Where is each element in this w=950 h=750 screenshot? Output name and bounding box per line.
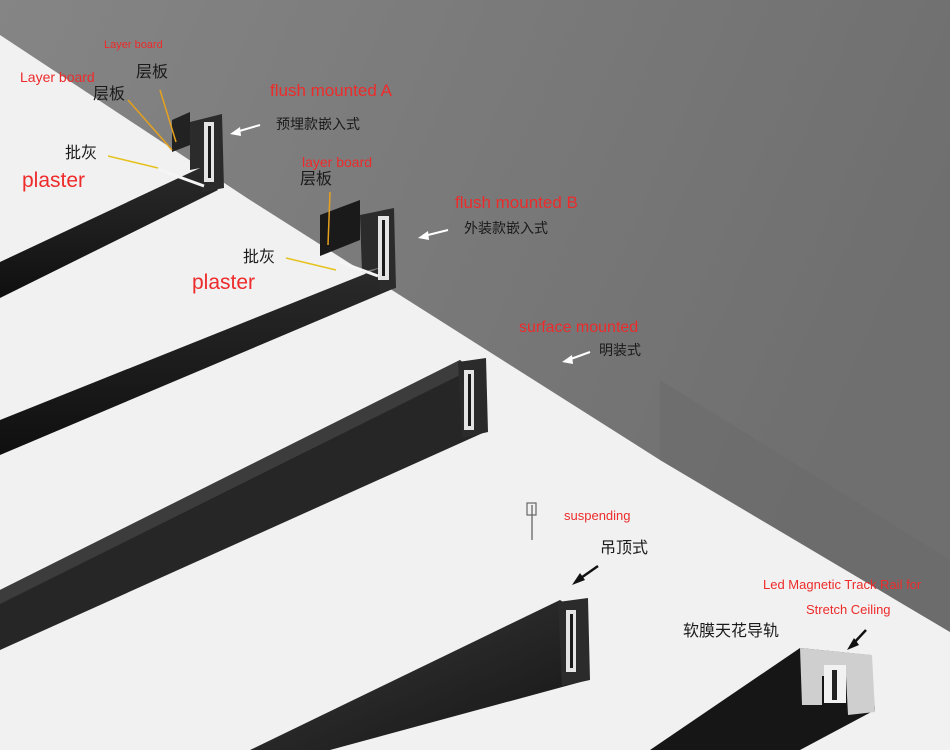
ceiling-shadow-edge bbox=[660, 380, 950, 632]
arrow-suspending bbox=[572, 564, 599, 585]
arrow-surface bbox=[562, 351, 591, 364]
label-stretch-en-2: Stretch Ceiling bbox=[806, 602, 891, 617]
rail-stretch-profile bbox=[800, 648, 875, 715]
layer-board-b bbox=[320, 200, 360, 256]
label-suspending-cn: 吊顶式 bbox=[600, 538, 649, 557]
plaster-line-a bbox=[159, 168, 205, 188]
arrow-flush-b bbox=[418, 229, 449, 240]
leader-plaster-2 bbox=[285, 257, 337, 271]
label-layer-board-3-en: layer board bbox=[302, 154, 373, 170]
label-plaster-2-en: plaster bbox=[192, 271, 256, 294]
rail-flush-b bbox=[0, 268, 395, 455]
label-layer-board-2-cn: 层板 bbox=[93, 84, 126, 103]
leader-layer-board-2 bbox=[127, 99, 173, 151]
rail-flush-b-slot bbox=[382, 220, 385, 276]
label-flush-b-cn: 外装款嵌入式 bbox=[464, 221, 548, 237]
rail-flush-a-slot bbox=[208, 126, 211, 178]
suspension-hook bbox=[526, 502, 537, 516]
label-flush-a-cn: 预埋款嵌入式 bbox=[276, 117, 360, 133]
layer-board-a bbox=[172, 112, 190, 152]
rail-stretch-slot bbox=[832, 670, 837, 700]
label-plaster-2-cn: 批灰 bbox=[243, 247, 276, 266]
leader-layer-board-3 bbox=[327, 191, 331, 246]
label-stretch-cn: 软膜天花导轨 bbox=[683, 621, 780, 640]
label-layer-board-2-en: Layer board bbox=[20, 69, 95, 85]
rail-suspending-slot bbox=[570, 614, 573, 668]
arrow-flush-a bbox=[230, 124, 261, 136]
label-layer-board-1-en: Layer board bbox=[104, 39, 163, 51]
rail-suspending bbox=[250, 600, 588, 750]
label-surface-cn: 明装式 bbox=[599, 343, 641, 359]
arrow-stretch bbox=[847, 629, 867, 650]
rail-surface-top bbox=[0, 360, 466, 604]
label-layer-board-1-cn: 层板 bbox=[136, 62, 169, 81]
leader-layer-board-1 bbox=[159, 89, 177, 143]
label-stretch-en-1: Led Magnetic Track Rail for bbox=[763, 577, 922, 592]
label-plaster-1-en: plaster bbox=[22, 169, 86, 192]
plaster-line-b bbox=[339, 260, 379, 278]
rail-surface-slot bbox=[468, 374, 471, 426]
rail-flush-a bbox=[0, 168, 218, 298]
label-plaster-1-cn: 批灰 bbox=[65, 143, 98, 162]
label-flush-b-en: flush mounted B bbox=[455, 193, 578, 212]
label-layer-board-3-cn: 层板 bbox=[300, 169, 333, 188]
rail-surface bbox=[0, 360, 486, 650]
label-surface-en: surface mounted bbox=[519, 319, 639, 336]
label-flush-a-en: flush mounted A bbox=[270, 81, 392, 100]
leader-plaster-1 bbox=[107, 155, 159, 169]
label-suspending-en: suspending bbox=[564, 508, 631, 523]
